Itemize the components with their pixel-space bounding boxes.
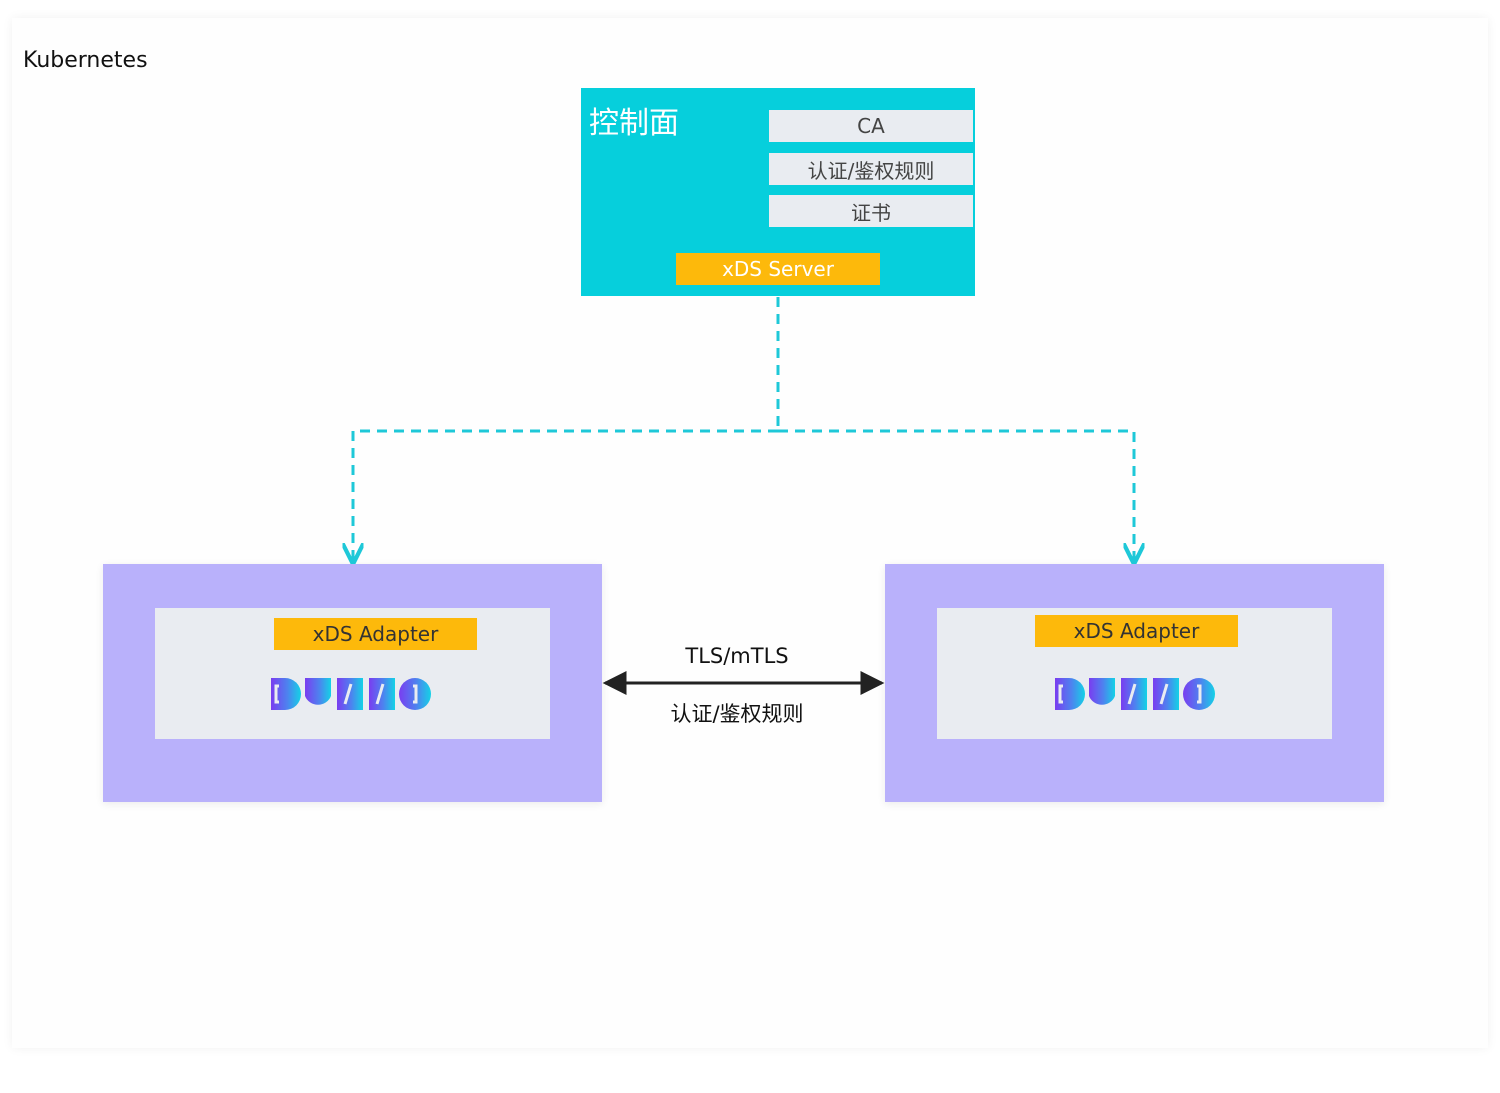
auth-rules-label: 认证/鉴权规则 bbox=[670, 702, 804, 726]
auth-rules-box: 认证/鉴权规则 bbox=[769, 153, 973, 185]
cluster-label: Kubernetes bbox=[23, 48, 148, 73]
xds-adapter-right: xDS Adapter bbox=[1035, 615, 1238, 647]
ca-box: CA bbox=[769, 110, 973, 142]
certificate-box: 证书 bbox=[769, 195, 973, 227]
dubbo-node-left: xDS Adapter bbox=[103, 564, 602, 802]
dubbo-node-right: xDS Adapter bbox=[885, 564, 1384, 802]
xds-server-box: xDS Server bbox=[676, 253, 880, 285]
dubbo-logo-icon bbox=[1053, 674, 1223, 714]
dubbo-app-left: xDS Adapter bbox=[155, 608, 550, 739]
tls-label: TLS/mTLS bbox=[685, 644, 789, 668]
control-plane-title: 控制面 bbox=[589, 106, 679, 141]
xds-adapter-left: xDS Adapter bbox=[274, 618, 477, 650]
control-plane: 控制面 CA 认证/鉴权规则 证书 xDS Server bbox=[581, 88, 975, 296]
dubbo-logo-icon bbox=[269, 674, 439, 714]
dubbo-app-right: xDS Adapter bbox=[937, 608, 1332, 739]
